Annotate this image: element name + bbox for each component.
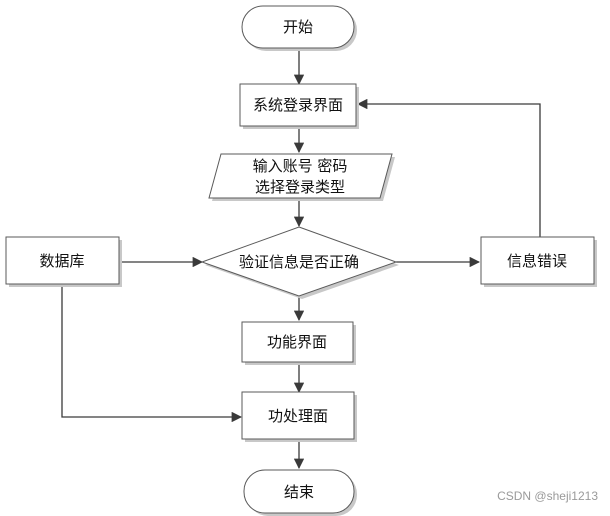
input-parallelogram <box>208 153 393 199</box>
connectors <box>61 50 541 470</box>
arrow-error-to-login <box>356 98 541 238</box>
shapes <box>5 5 595 514</box>
process-box <box>241 391 355 440</box>
watermark: CSDN @sheji1213 <box>497 489 598 503</box>
end-label: 结束 <box>284 483 314 501</box>
start-terminator <box>241 5 355 49</box>
info-error-label: 信息错误 <box>507 252 567 270</box>
database-label: 数据库 <box>39 252 84 270</box>
function-ui-box <box>241 321 354 363</box>
info-error-box <box>480 236 595 285</box>
end-terminator <box>243 469 355 514</box>
labels: 开始 系统登录界面 输入账号 密码 选择登录类型 验证信息是否正确 数据库 信息… <box>39 18 567 501</box>
verify-label: 验证信息是否正确 <box>239 253 359 271</box>
process-label: 功处理面 <box>268 407 328 425</box>
input-label-line2: 选择登录类型 <box>255 178 345 196</box>
login-ui-label: 系统登录界面 <box>253 96 343 114</box>
function-ui-label: 功能界面 <box>267 333 327 351</box>
login-ui-box <box>239 83 357 127</box>
verify-diamond <box>200 226 398 297</box>
start-label: 开始 <box>283 18 313 36</box>
database-box <box>5 236 120 285</box>
arrow-database-to-process <box>61 286 243 423</box>
input-label-line1: 输入账号 密码 <box>253 157 348 175</box>
